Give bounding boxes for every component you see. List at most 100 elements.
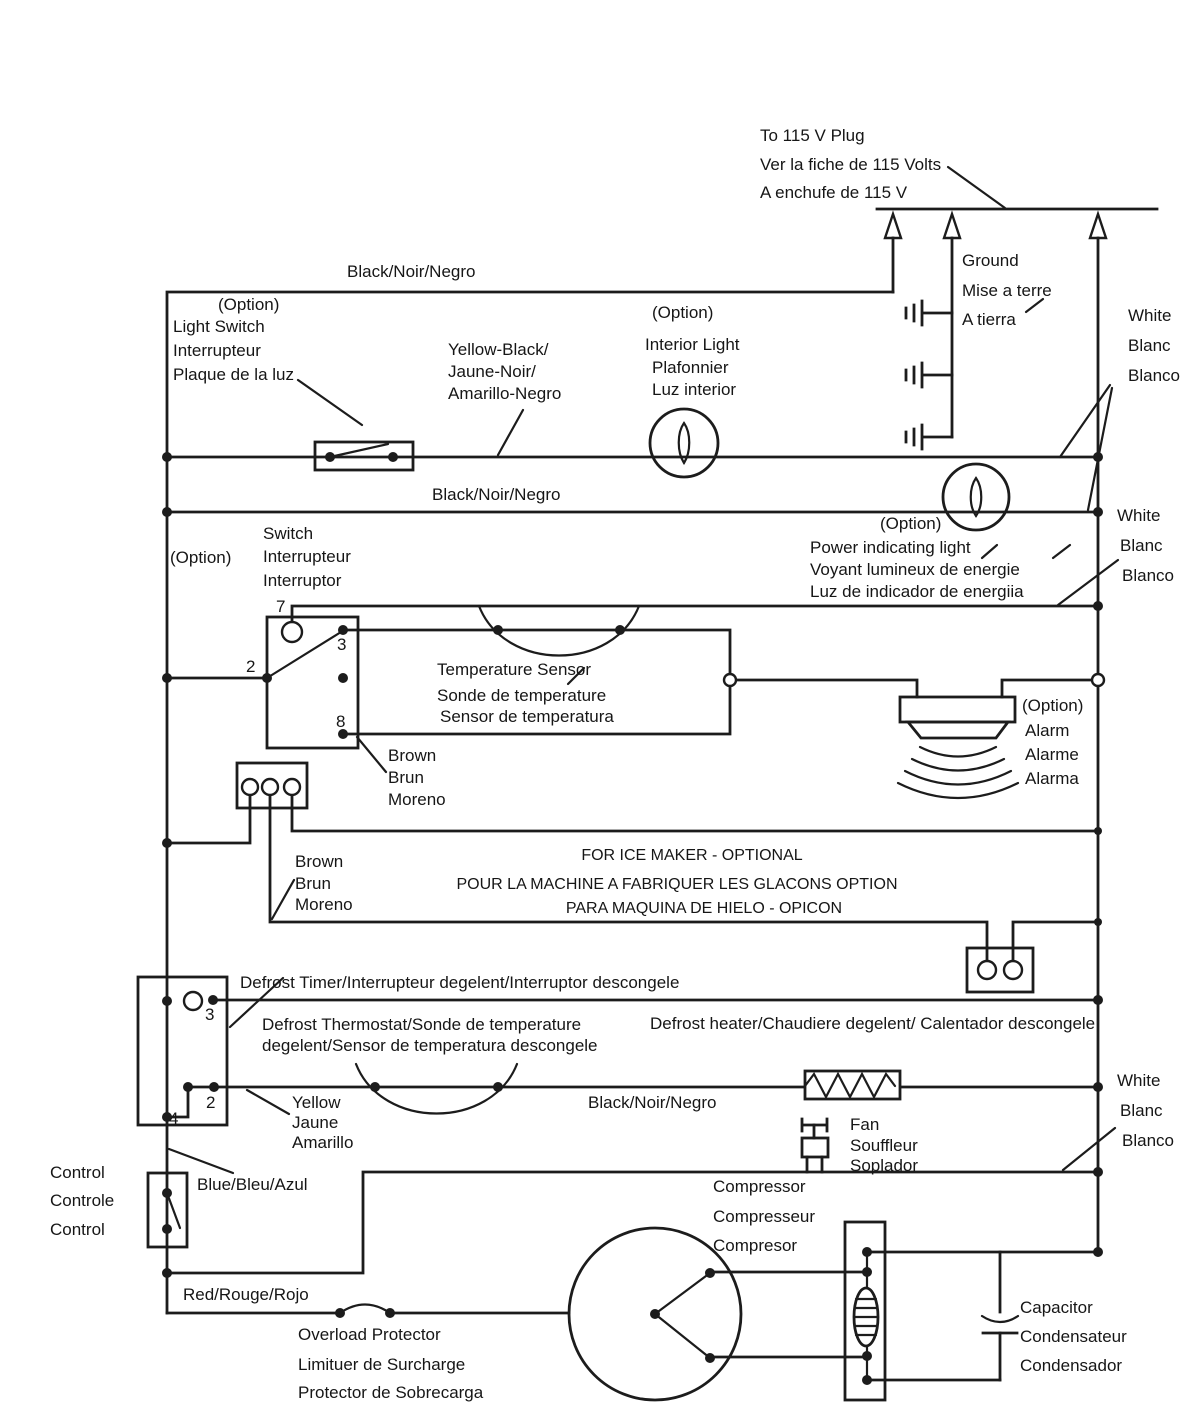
wire-label-white-top: Blanc bbox=[1128, 336, 1171, 355]
interior-light-symbol bbox=[648, 407, 720, 479]
defrost-thermostat-symbol bbox=[354, 1062, 519, 1115]
left-rail-black-wire bbox=[165, 290, 895, 1315]
wire-label-black-mid: Black/Noir/Negro bbox=[432, 485, 561, 504]
power-light-label: Power indicating light bbox=[810, 538, 971, 557]
fan-symbol bbox=[800, 1117, 830, 1174]
defrost-thermostat-label: degelent/Sensor de temperatura descongel… bbox=[262, 1036, 598, 1055]
capacitor-symbol bbox=[865, 1250, 1100, 1382]
fan-label: Fan bbox=[850, 1115, 879, 1134]
ice-maker-return-wire bbox=[1011, 920, 1100, 963]
temp-sensor-label: Temperature Sensor bbox=[437, 660, 591, 679]
wire-label-black-top: Black/Noir/Negro bbox=[347, 262, 476, 281]
wire-label-yellow-black: Jaune-Noir/ bbox=[448, 362, 536, 381]
control-label: Control bbox=[50, 1163, 105, 1182]
wire-label-brown: Brun bbox=[295, 874, 331, 893]
defrost-heater-symbol bbox=[803, 1069, 902, 1101]
wire-label-yellow-black: Yellow-Black/ bbox=[448, 340, 549, 359]
overload-label: Limituer de Surcharge bbox=[298, 1355, 465, 1374]
overload-label: Overload Protector bbox=[298, 1325, 441, 1344]
compressor-symbol bbox=[567, 1226, 869, 1402]
alarm-label: Alarme bbox=[1025, 745, 1079, 764]
wire-label-brown: Moreno bbox=[388, 790, 446, 809]
power-indicating-light-symbol bbox=[941, 462, 1011, 532]
plug-label: Ver la fiche de 115 Volts bbox=[760, 155, 941, 174]
fan-label: Souffleur bbox=[850, 1136, 918, 1155]
wire-label-brown: Brun bbox=[388, 768, 424, 787]
timer-terminal-number: 3 bbox=[205, 1005, 214, 1024]
switch-terminal-number: 2 bbox=[246, 657, 255, 676]
interior-light-label: Plafonnier bbox=[652, 358, 729, 377]
plug-pointer-line bbox=[946, 165, 1007, 210]
compressor-label: Compressor bbox=[713, 1177, 806, 1196]
temp-sensor-label: Sonde de temperature bbox=[437, 686, 606, 705]
capacitor-label: Condensador bbox=[1020, 1356, 1122, 1375]
white-arrow-icon bbox=[1088, 210, 1108, 240]
interior-light-label: Interior Light bbox=[645, 335, 740, 354]
alarm-label: (Option) bbox=[1022, 696, 1083, 715]
light-switch-label: Interrupteur bbox=[173, 341, 261, 360]
compressor-label: Compresor bbox=[713, 1236, 797, 1255]
ice-maker-connector bbox=[235, 761, 309, 810]
wire-label-red: Red/Rouge/Rojo bbox=[183, 1285, 309, 1304]
control-switch-symbol bbox=[146, 1171, 189, 1249]
power-light-label: Voyant lumineux de energie bbox=[810, 560, 1020, 579]
power-light-label: Luz de indicador de energiia bbox=[810, 582, 1024, 601]
timer-terminal-number: 4 bbox=[169, 1109, 178, 1128]
interior-light-label: Luz interior bbox=[652, 380, 736, 399]
ice-maker-label: FOR ICE MAKER - OPTIONAL bbox=[581, 847, 802, 864]
ground-label: Ground bbox=[962, 251, 1019, 270]
wire-label-brown: Brown bbox=[388, 746, 436, 765]
switch-feed-wire bbox=[290, 604, 1100, 624]
wire-label-white-mid: White bbox=[1117, 506, 1160, 525]
ground-icon bbox=[904, 299, 954, 327]
wire-label-yellow: Amarillo bbox=[292, 1133, 353, 1152]
wire-label-white-bottom: Blanc bbox=[1120, 1101, 1163, 1120]
wire-label-yellow: Yellow bbox=[292, 1093, 341, 1112]
ice-maker-pin2-wire bbox=[268, 793, 989, 963]
ground-icon bbox=[904, 423, 954, 451]
compressor-fan-wire bbox=[165, 1170, 1100, 1275]
switch-terminal-number: 8 bbox=[336, 712, 345, 731]
overload-protector-symbol bbox=[338, 1303, 392, 1315]
ground-symbols bbox=[904, 299, 954, 451]
alarm-symbol bbox=[896, 695, 1020, 800]
ground-arrow-icon bbox=[942, 210, 962, 240]
plug-label: To 115 V Plug bbox=[760, 126, 865, 145]
compressor-label: Compresseur bbox=[713, 1207, 815, 1226]
ground-icon bbox=[904, 361, 954, 389]
timer-terminal-number: 2 bbox=[206, 1093, 215, 1112]
defrost-thermostat-label: Defrost Thermostat/Sonde de temperature bbox=[262, 1015, 581, 1034]
control-label: Controle bbox=[50, 1191, 114, 1210]
switch-label: Interrupteur bbox=[263, 547, 351, 566]
capacitor-label: Capacitor bbox=[1020, 1298, 1093, 1317]
capacitor-label: Condensateur bbox=[1020, 1327, 1127, 1346]
ground-label: A tierra bbox=[962, 310, 1016, 329]
fan-label: Soplador bbox=[850, 1156, 918, 1175]
wire-label-yellow: Jaune bbox=[292, 1113, 338, 1132]
switch-label: (Option) bbox=[170, 548, 231, 567]
junction-dots bbox=[162, 452, 1106, 1385]
control-label: Control bbox=[50, 1220, 105, 1239]
ground-label: Mise a terre bbox=[962, 281, 1052, 300]
wire-label-brown: Moreno bbox=[295, 895, 353, 914]
wire-label-white-bottom: Blanco bbox=[1122, 1131, 1174, 1150]
wire-label-yellow-black: Amarillo-Negro bbox=[448, 384, 561, 403]
wire-label-blue: Blue/Bleu/Azul bbox=[197, 1175, 308, 1194]
wire-label-white-top: White bbox=[1128, 306, 1171, 325]
defrost-heater-label: Defrost heater/Chaudiere degelent/ Calen… bbox=[650, 1014, 1095, 1033]
switch-terminal-number: 3 bbox=[337, 635, 346, 654]
wire-label-white-mid: Blanco bbox=[1122, 566, 1174, 585]
text-labels: To 115 V Plug Ver la fiche de 115 Volts … bbox=[50, 126, 1180, 1402]
timer-terminal4-wire bbox=[165, 1085, 190, 1119]
wire-label-white-top: Blanco bbox=[1128, 366, 1180, 385]
temp-sensor-label: Sensor de temperatura bbox=[440, 707, 614, 726]
light-switch-label: (Option) bbox=[218, 295, 279, 314]
light-switch-label: Plaque de la luz bbox=[173, 365, 294, 384]
defrost-timer-symbol bbox=[136, 975, 229, 1127]
two-pin-connector bbox=[965, 946, 1035, 994]
switch-label: Interruptor bbox=[263, 571, 342, 590]
wire-label-brown: Brown bbox=[295, 852, 343, 871]
switch-terminal-number: 7 bbox=[276, 597, 285, 616]
